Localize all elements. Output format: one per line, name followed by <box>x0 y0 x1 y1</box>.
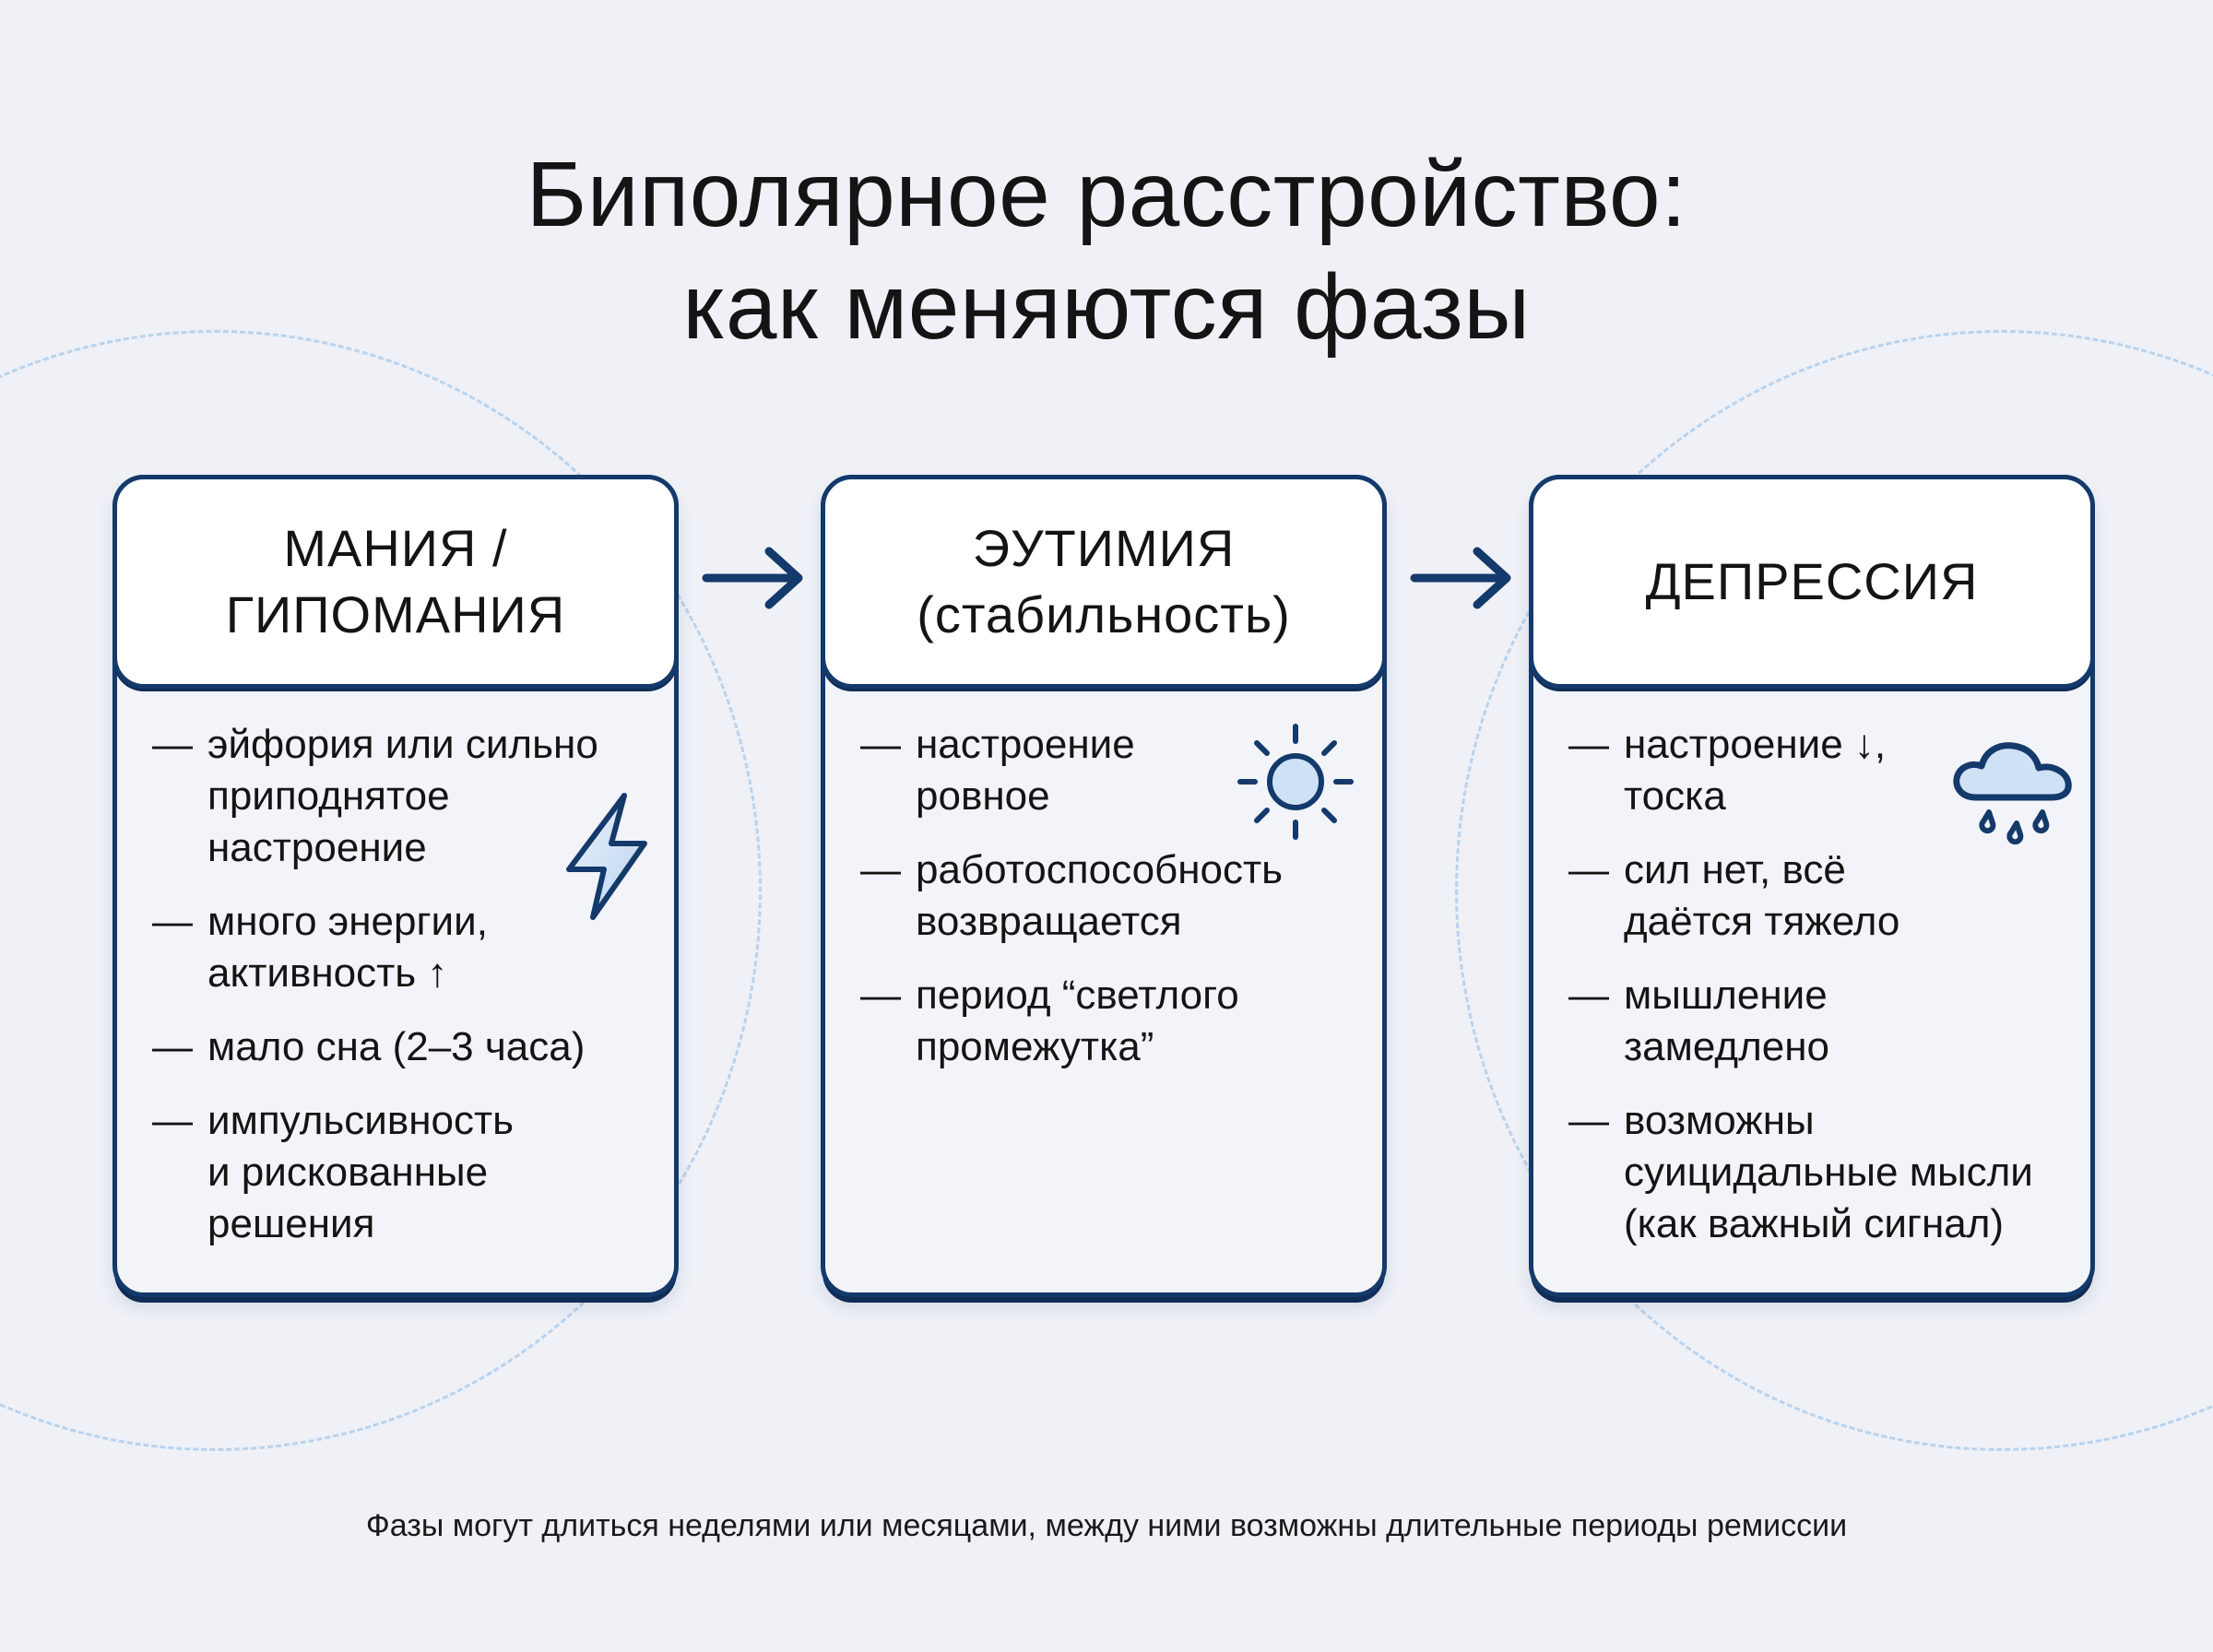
phase-symptom-list: — настроение ↓, тоска — сил нет, всё даё… <box>1568 719 2063 1272</box>
list-item: — настроение ↓, тоска <box>1568 719 2063 822</box>
dash-bullet: — <box>152 1098 193 1143</box>
phase-title-line: МАНИЯ / <box>283 519 508 577</box>
dash-bullet: — <box>1568 973 1609 1018</box>
list-item: — работоспособность возвращается <box>860 844 1355 948</box>
footer-note: Фазы могут длиться неделями или месяцами… <box>365 1508 1848 1543</box>
list-item: — много энергии, активность ↑ <box>152 896 646 999</box>
symptom-text: настроение ровное <box>916 722 1135 819</box>
phase-symptom-list: — настроение ровное — работоспособность … <box>860 719 1355 1095</box>
phase-symptom-list: — эйфория или сильно приподнятое настрое… <box>152 719 646 1272</box>
phase-card-header: ДЕПРЕССИЯ <box>1529 475 2095 689</box>
dash-bullet: — <box>1568 722 1609 767</box>
list-item: — период “светлого промежутка” <box>860 970 1355 1073</box>
phase-title-line: ДЕПРЕССИЯ <box>1645 552 1979 610</box>
phase-title-line: ЭУТИМИЯ <box>972 519 1236 577</box>
dash-bullet: — <box>152 899 193 944</box>
phase-title-line: (стабильность) <box>917 585 1291 643</box>
symptom-text: возможны суицидальные мысли (как важный … <box>1624 1098 2033 1246</box>
list-item: — импульсивность и рискованные решения <box>152 1095 646 1250</box>
symptom-text: сил нет, всё даётся тяжело <box>1624 847 1900 944</box>
list-item: — сил нет, всё даётся тяжело <box>1568 844 2063 948</box>
rain-cloud-icon <box>1953 742 2072 845</box>
symptom-text: импульсивность и рискованные решения <box>207 1098 515 1246</box>
symptom-text: эйфория или сильно приподнятое настроени… <box>207 722 598 870</box>
phase-card-euthymia: ЭУТИМИЯ (стабильность) — настроение ровн… <box>821 475 1387 1297</box>
arrow-right-icon <box>1410 547 1511 609</box>
symptom-text: мышление замедлено <box>1624 973 1829 1069</box>
symptom-text: мало сна (2–3 часа) <box>207 1024 586 1069</box>
dash-bullet: — <box>1568 1098 1609 1143</box>
title-line-2: как меняются фазы <box>682 255 1531 359</box>
title-line-1: Биполярное расстройство: <box>526 143 1687 246</box>
symptom-text: работоспособность возвращается <box>916 847 1284 944</box>
dash-bullet: — <box>860 847 901 892</box>
sun-icon <box>1237 724 1354 840</box>
dash-bullet: — <box>152 1024 193 1069</box>
symptom-text: настроение ↓, тоска <box>1624 722 1887 819</box>
list-item: — эйфория или сильно приподнятое настрое… <box>152 719 646 874</box>
dash-bullet: — <box>152 722 193 767</box>
phase-title-line: ГИПОМАНИЯ <box>225 585 566 643</box>
list-item: — мышление замедлено <box>1568 970 2063 1073</box>
arrow-right-icon <box>702 547 803 609</box>
page-title: Биполярное расстройство: как меняются фа… <box>0 138 2213 363</box>
phase-card-depression: ДЕПРЕССИЯ — настроение ↓, тоска — сил не… <box>1529 475 2095 1297</box>
phase-card-header: МАНИЯ / ГИПОМАНИЯ <box>112 475 679 689</box>
symptom-text: много энергии, активность ↑ <box>207 899 488 996</box>
dash-bullet: — <box>860 973 901 1018</box>
dash-bullet: — <box>1568 847 1609 892</box>
symptom-text: период “светлого промежутка” <box>916 973 1239 1069</box>
phase-card-mania: МАНИЯ / ГИПОМАНИЯ — эйфория или сильно п… <box>112 475 679 1297</box>
list-item: — возможны суицидальные мысли (как важны… <box>1568 1095 2063 1250</box>
lightning-bolt-icon <box>566 793 647 920</box>
list-item: — настроение ровное <box>860 719 1355 822</box>
list-item: — мало сна (2–3 часа) <box>152 1021 646 1073</box>
phase-card-header: ЭУТИМИЯ (стабильность) <box>821 475 1387 689</box>
dash-bullet: — <box>860 722 901 767</box>
